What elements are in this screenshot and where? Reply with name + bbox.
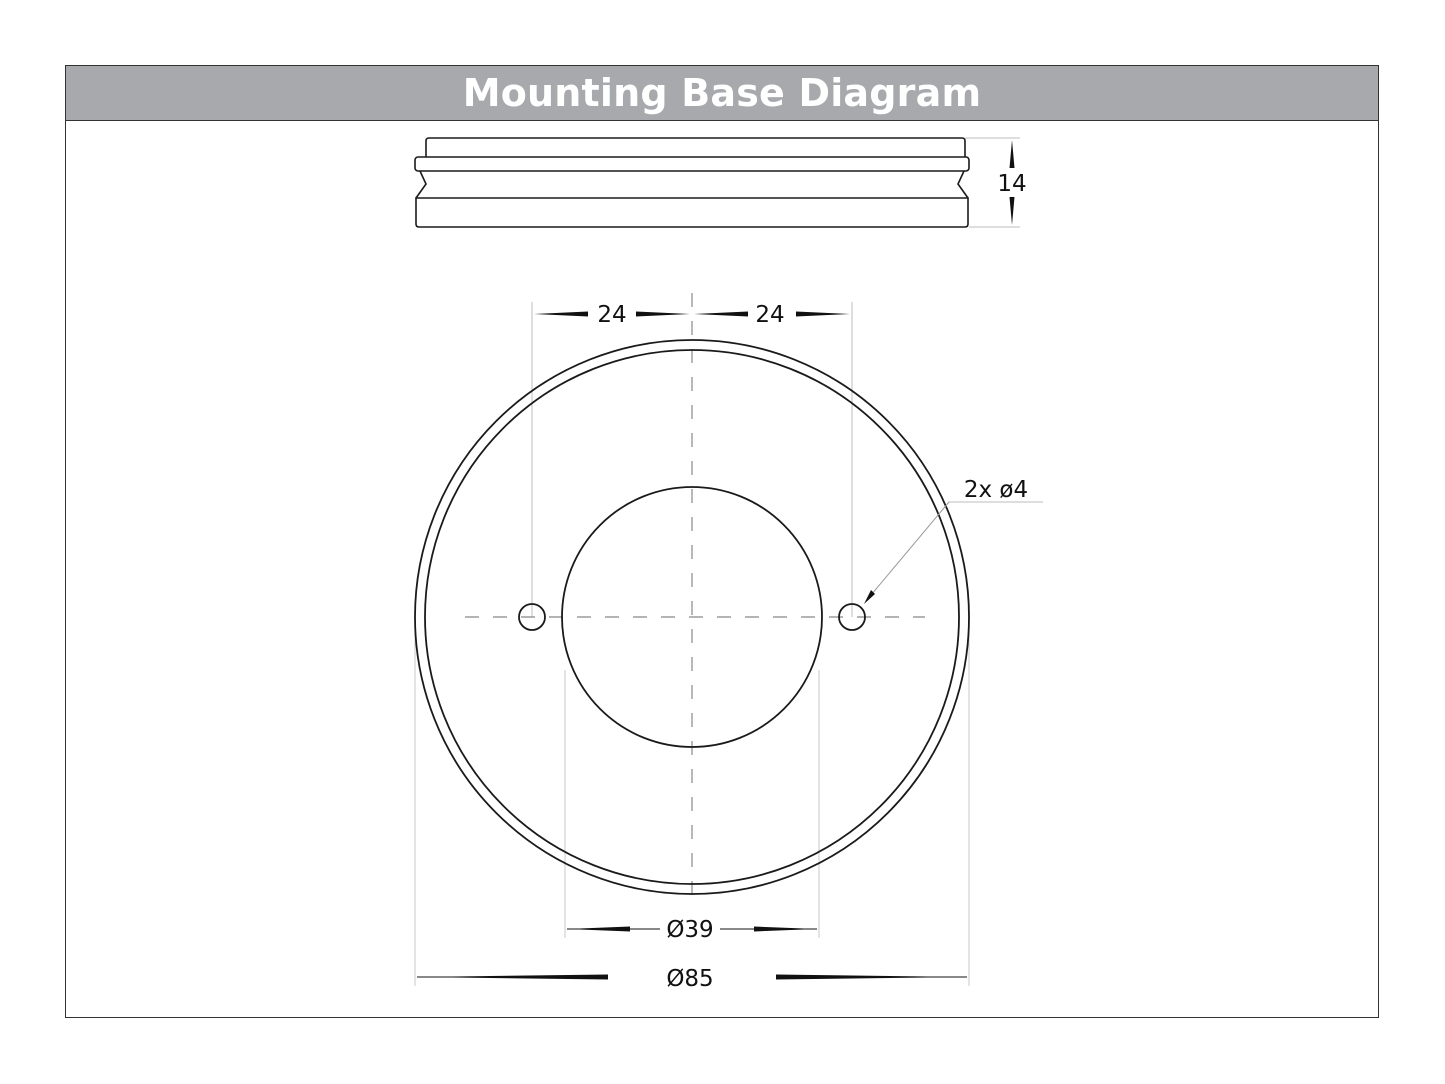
outer-diameter-dimension: Ø85 bbox=[417, 966, 967, 992]
outer-edge bbox=[414, 339, 970, 895]
diameter-extensions bbox=[414, 617, 970, 986]
diagram-frame: Mounting Base Diagram bbox=[65, 65, 1379, 1018]
title-bar: Mounting Base Diagram bbox=[66, 66, 1378, 121]
height-label: 14 bbox=[997, 171, 1026, 197]
side-view bbox=[414, 137, 970, 228]
outer-diameter-label: Ø85 bbox=[666, 966, 713, 992]
hole-spacing-dimension: 24 24 bbox=[534, 302, 850, 328]
base-plate-top-view bbox=[414, 339, 970, 895]
center-hole bbox=[561, 486, 823, 748]
hole-callout-label: 2x ø4 bbox=[964, 477, 1028, 503]
height-dimension: 14 bbox=[965, 137, 1027, 228]
page-title: Mounting Base Diagram bbox=[462, 71, 982, 115]
hole-spacing-left-label: 24 bbox=[597, 302, 626, 328]
inner-diameter-label: Ø39 bbox=[666, 917, 713, 943]
hole-spacing-right-label: 24 bbox=[755, 302, 784, 328]
center-lines bbox=[465, 293, 925, 905]
hole-spacing-extensions bbox=[531, 302, 853, 617]
inner-rim bbox=[424, 349, 960, 885]
hole-callout: 2x ø4 bbox=[864, 477, 1043, 604]
inner-diameter-dimension: Ø39 bbox=[567, 917, 817, 943]
mounting-hole-left bbox=[518, 603, 546, 631]
mounting-hole-right bbox=[838, 603, 866, 631]
